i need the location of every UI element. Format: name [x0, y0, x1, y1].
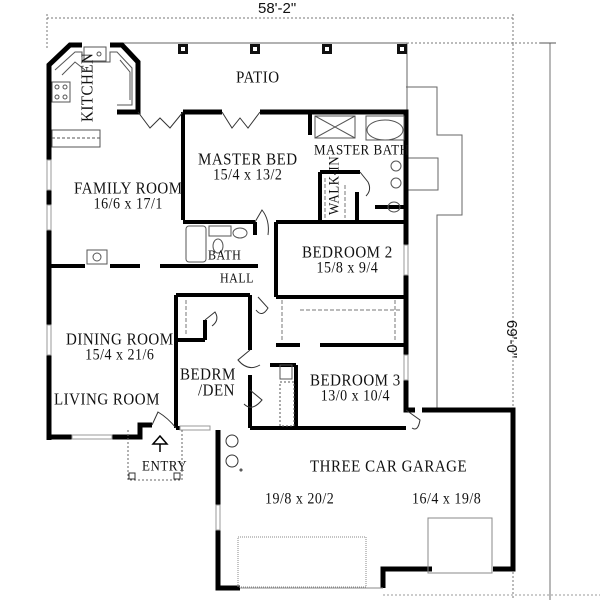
room-label-bedroom-3: BEDROOM 3 13/0 x 10/4 [310, 371, 401, 405]
room-label-living-room: LIVING ROOM [54, 390, 160, 410]
patio-outline [120, 42, 408, 112]
room-label-family-room: FAMILY ROOM 16/6 x 17/1 [74, 179, 183, 213]
room-label-patio: PATIO [236, 68, 280, 88]
interior-walls [49, 112, 406, 430]
entry-arrow-icon [151, 434, 169, 452]
room-label-bedroom-2: BEDROOM 2 15/8 x 9/4 [302, 243, 393, 277]
room-label-entry: ENTRY [142, 456, 188, 475]
doors [137, 111, 421, 430]
garage-size-left: 19/8 x 20/2 [265, 491, 335, 508]
side-outline [406, 86, 463, 410]
room-label-bedrm-den: BEDRM /DEN [180, 365, 236, 400]
room-label-hall: HALL [220, 269, 254, 287]
overall-depth-label: 69'-0" [503, 320, 520, 359]
entry-porch [127, 430, 183, 481]
room-label-walk-in: WALK-IN [324, 155, 343, 215]
overall-width-label: 58'-2" [258, 0, 297, 17]
room-label-dining-room: DINING ROOM 15/4 x 21/6 [66, 330, 174, 364]
kitchen-fixtures [51, 46, 133, 148]
room-label-master-bath: MASTER BATH [314, 140, 410, 159]
patio-posts [178, 44, 407, 54]
room-label-bath: BATH [208, 246, 242, 264]
room-label-garage: THREE CAR GARAGE [310, 457, 468, 477]
room-label-master-bed: MASTER BED 15/4 x 13/2 [198, 150, 298, 184]
closet-shelves [185, 178, 400, 340]
room-label-kitchen: KITCHEN [78, 52, 98, 122]
dimension-lines [46, 14, 540, 600]
garage-fixtures [225, 434, 493, 588]
bath-fixtures [86, 115, 405, 427]
windows [46, 159, 409, 531]
garage-size-right: 16/4 x 19/8 [412, 491, 482, 508]
